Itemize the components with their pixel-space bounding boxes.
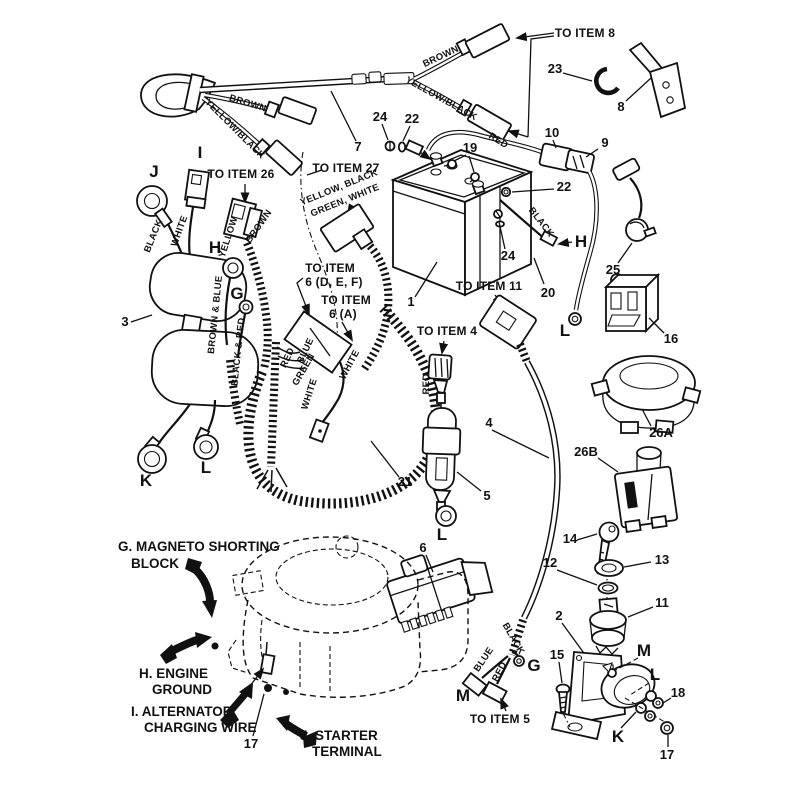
- callout-12: 12: [543, 555, 557, 570]
- callout-5: 5: [483, 488, 490, 503]
- wire-label-black-left: BLACK: [142, 218, 165, 254]
- callout-10: 10: [545, 125, 559, 140]
- switch-26b: 26B: [574, 444, 678, 533]
- cable-4: TO ITEM 11 4 G M BLACK BLUE RED TO ITEM …: [456, 279, 561, 726]
- washer-18: 18: [644, 685, 685, 722]
- terminal-letter-g-left: G: [230, 284, 243, 303]
- engine-label-g1: G. MAGNETO SHORTING: [118, 539, 280, 554]
- callout-22-neg: 22: [557, 179, 571, 194]
- engine-label-h1: H. ENGINE: [139, 666, 208, 681]
- callout-23: 23: [548, 61, 562, 76]
- fuse-link-5: TO ITEM 4 RED L 5: [417, 324, 491, 544]
- engine-label-i2: CHARGING WIRE: [144, 720, 257, 735]
- callout-6: 6: [419, 540, 426, 555]
- callout-17-sol: 17: [660, 747, 674, 762]
- cable-9: 10 9 L: [538, 125, 609, 340]
- label-to-item6a-1: TO ITEM: [321, 293, 371, 307]
- label-to-item27: TO ITEM 27: [312, 161, 379, 175]
- terminal-letter-h: H: [575, 232, 587, 251]
- callout-26a: 26A: [649, 425, 673, 440]
- callout-2: 2: [555, 608, 562, 623]
- battery: RED 1 24 22 19 22: [373, 109, 571, 309]
- wire-label-red-fuse: RED: [421, 374, 432, 395]
- label-to-item6def-1: TO ITEM: [305, 261, 355, 275]
- callout-7: 7: [354, 139, 361, 154]
- label-to-item8: TO ITEM 8: [555, 26, 615, 40]
- harness-loop-21: 21: [243, 304, 442, 509]
- callout-3: 3: [121, 314, 128, 329]
- callout-1: 1: [407, 294, 414, 309]
- callout-18: 18: [671, 685, 685, 700]
- callout-24-neg: 24: [501, 248, 516, 263]
- callout-4: 4: [485, 415, 493, 430]
- terminal-letter-l-sol: L: [650, 665, 660, 684]
- terminal-letter-h-left: H: [209, 238, 221, 257]
- engine-label-j2: TERMINAL: [312, 744, 382, 759]
- nut-17: 17: [660, 721, 674, 762]
- label-to-item4: TO ITEM 4: [417, 324, 477, 338]
- callout-19: 19: [463, 140, 477, 155]
- callout-15: 15: [550, 647, 564, 662]
- wire-label-brown-left: BROWN: [228, 93, 268, 115]
- block-16: 16: [603, 272, 678, 346]
- label-to-item5: TO ITEM 5: [470, 712, 530, 726]
- terminal-letter-j: J: [149, 162, 158, 181]
- engine-outline: [211, 535, 469, 698]
- callout-26b: 26B: [574, 444, 598, 459]
- bracket-8: 8: [617, 41, 687, 119]
- strap-25: 25: [606, 157, 657, 277]
- item6-box: TO ITEM 6 (D, E, F) TO ITEM 6 (A) RED BL…: [276, 261, 371, 443]
- callout-11: 11: [655, 595, 669, 610]
- terminal-letter-k-left: K: [140, 471, 153, 490]
- ignition-group: 14 13 12 11: [543, 521, 669, 655]
- terminal-letter-i: I: [198, 143, 203, 162]
- terminal-letter-k-sol: K: [612, 727, 625, 746]
- connector-6-callout: 6: [419, 540, 434, 573]
- label-to-item26: TO ITEM 26: [207, 167, 274, 181]
- callout-8: 8: [617, 99, 624, 114]
- callout-13: 13: [655, 552, 669, 567]
- callout-17-engine: 17: [244, 736, 258, 751]
- left-lead-assembly: J BLACK I WHITE 3 K L: [121, 143, 260, 490]
- terminal-letter-g-loom: G: [527, 656, 540, 675]
- clip-23: 23: [548, 61, 620, 96]
- callout-21: 21: [398, 474, 412, 489]
- solenoid-2: 2 15 M L K 18 17: [550, 608, 685, 762]
- engine-annotations: G. MAGNETO SHORTING BLOCK H. ENGINE GROU…: [118, 539, 382, 759]
- label-to-item11: TO ITEM 11: [456, 279, 523, 293]
- label-to-item6def-2: 6 (D, E, F): [305, 275, 363, 289]
- callout-20: 20: [541, 285, 555, 300]
- connector-6: [386, 554, 494, 633]
- engine-label-i1: I. ALTERNATOR: [131, 704, 233, 719]
- terminal-letter-l-cable: L: [560, 321, 570, 340]
- callout-24-top: 24: [373, 109, 388, 124]
- engine-label-g2: BLOCK: [131, 556, 179, 571]
- callout-22-top: 22: [405, 111, 419, 126]
- terminal-letter-m-loom: M: [456, 686, 470, 705]
- terminal-letter-l-fuse: L: [437, 525, 447, 544]
- to-item8-group: TO ITEM 8: [507, 26, 615, 139]
- terminal-letter-l-left: L: [201, 458, 211, 477]
- engine-label-j1: J. STARTER: [300, 728, 378, 743]
- engine-label-h2: GROUND: [152, 682, 212, 697]
- callout-16: 16: [664, 331, 678, 346]
- callout-14: 14: [563, 531, 578, 546]
- label-to-item6a-2: 6 (A): [329, 307, 357, 321]
- switch-26a: 26A: [590, 355, 702, 440]
- terminal-letter-m-sol: M: [637, 641, 651, 660]
- callout-9: 9: [601, 135, 608, 150]
